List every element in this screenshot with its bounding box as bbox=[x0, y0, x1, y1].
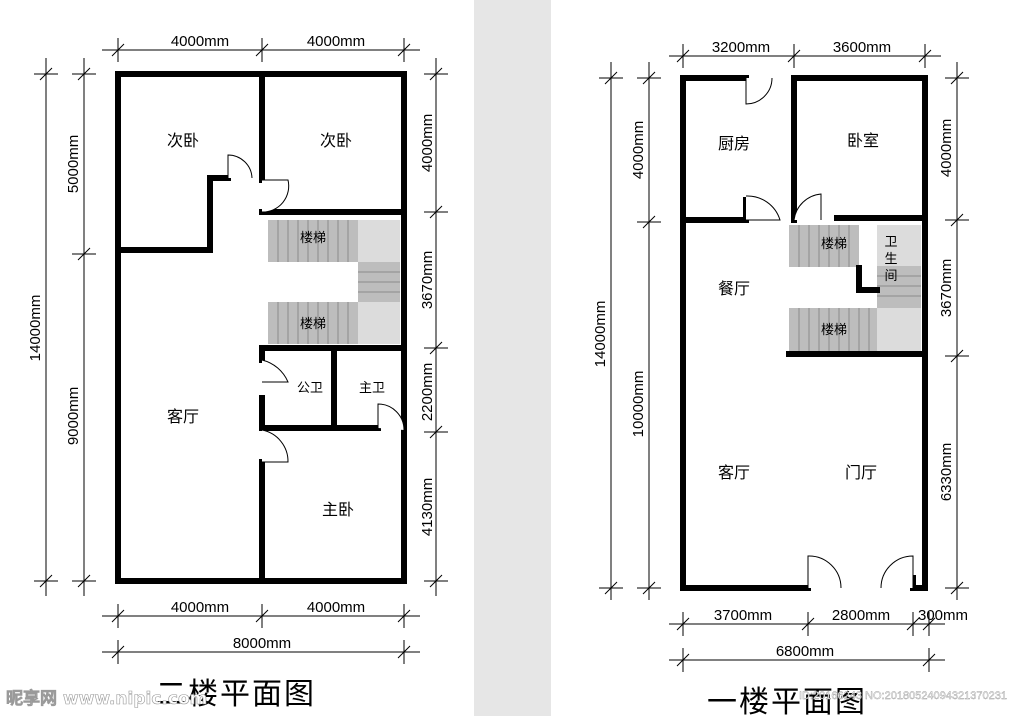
stair-treads-lower bbox=[268, 302, 358, 344]
dim-right-1: 4000mm bbox=[419, 114, 436, 172]
stair-lines bbox=[798, 225, 921, 352]
room-bath-char-1: 卫 bbox=[884, 235, 897, 250]
dim-right-1: 4000mm bbox=[938, 119, 955, 177]
watermark-id: ID:20166243 NO:20180524094321370231 bbox=[799, 690, 1007, 702]
dim-total-height: 14000mm bbox=[592, 301, 609, 368]
watermark-brand: 昵享网 www.nipic.com bbox=[6, 688, 207, 709]
room-public-bath: 公卫 bbox=[297, 381, 323, 396]
dim-left-upper: 5000mm bbox=[65, 135, 82, 193]
stair-landing-lower bbox=[358, 302, 400, 344]
dim-total-height: 14000mm bbox=[27, 295, 44, 362]
stair-treads-upper bbox=[789, 225, 859, 267]
dimension-lines-first bbox=[599, 44, 969, 672]
stair-treads-upper bbox=[268, 220, 358, 262]
room-dining: 餐厅 bbox=[718, 279, 750, 298]
stair-lines bbox=[277, 220, 400, 344]
dim-right-4: 4130mm bbox=[419, 478, 436, 536]
plan-title-first-floor: 一楼平面图 bbox=[707, 685, 867, 716]
stair-landing-treads bbox=[877, 266, 921, 308]
dim-bottom-left: 3700mm bbox=[714, 607, 772, 624]
room-master-bed: 主卧 bbox=[322, 500, 354, 519]
room-bedroom-nw: 次卧 bbox=[167, 131, 199, 150]
room-living: 客厅 bbox=[718, 463, 750, 482]
dimension-lines-second bbox=[34, 38, 448, 664]
second-floor-sheet: 次卧 次卧 楼梯 楼梯 客厅 公卫 主卫 主卧 bbox=[0, 0, 474, 716]
dim-top-left: 4000mm bbox=[171, 33, 229, 50]
dim-bottom-mid: 2800mm bbox=[832, 607, 890, 624]
room-bath-char-2: 生 bbox=[884, 252, 897, 267]
second-floor-plan: 次卧 次卧 楼梯 楼梯 客厅 公卫 主卫 主卧 bbox=[6, 33, 448, 712]
doors-first-floor bbox=[745, 77, 914, 589]
dim-left-lower: 10000mm bbox=[630, 371, 647, 438]
dim-left-lower: 9000mm bbox=[65, 387, 82, 445]
dim-right-3: 2200mm bbox=[419, 363, 436, 421]
room-stairs-upper: 楼梯 bbox=[821, 237, 847, 252]
dim-bottom-left: 4000mm bbox=[171, 599, 229, 616]
dim-top-right: 3600mm bbox=[833, 39, 891, 56]
plan-title-second-floor: 二楼平面图 bbox=[156, 677, 316, 712]
room-master-bath: 主卫 bbox=[359, 381, 385, 396]
room-foyer: 门厅 bbox=[845, 463, 877, 482]
walls-second-floor bbox=[115, 71, 407, 584]
dim-left-upper: 4000mm bbox=[630, 121, 647, 179]
room-stairs-lower: 楼梯 bbox=[821, 323, 847, 338]
first-floor-plan: 厨房 卧室 楼梯 楼梯 卫 生 间 餐厅 客厅 门厅 bbox=[592, 39, 1007, 716]
room-kitchen: 厨房 bbox=[718, 134, 750, 153]
first-floor-sheet: 厨房 卧室 楼梯 楼梯 卫 生 间 餐厅 客厅 门厅 bbox=[551, 0, 1024, 716]
dim-bottom-right: 4000mm bbox=[307, 599, 365, 616]
dim-total-width: 8000mm bbox=[233, 635, 291, 652]
bath-area bbox=[877, 225, 921, 266]
stair-treads-lower bbox=[789, 308, 877, 352]
dim-top-right: 4000mm bbox=[307, 33, 365, 50]
dim-right-2: 3670mm bbox=[938, 259, 955, 317]
room-stairs-upper: 楼梯 bbox=[300, 231, 326, 246]
dim-right-3: 6330mm bbox=[938, 443, 955, 501]
dim-right-2: 3670mm bbox=[419, 251, 436, 309]
room-stairs-lower: 楼梯 bbox=[300, 317, 326, 332]
room-bedroom: 卧室 bbox=[847, 131, 879, 150]
stair-landing-upper bbox=[358, 220, 400, 262]
doors-second-floor bbox=[227, 154, 405, 463]
room-living: 客厅 bbox=[167, 407, 199, 426]
room-bedroom-ne: 次卧 bbox=[320, 131, 352, 150]
dim-total-width: 6800mm bbox=[776, 643, 834, 660]
room-bath-char-3: 间 bbox=[884, 269, 897, 284]
stair-landing-lower bbox=[877, 308, 921, 352]
dim-bottom-right: 300mm bbox=[918, 607, 968, 624]
dim-top-left: 3200mm bbox=[712, 39, 770, 56]
